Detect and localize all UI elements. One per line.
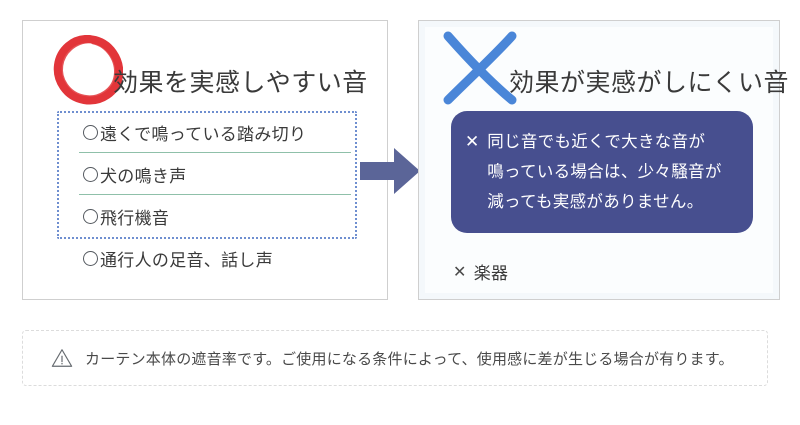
list-item[interactable]: 犬の鳴き声	[57, 153, 357, 195]
sound-label: 飛行機音	[100, 208, 170, 228]
callout-box: ✕ 同じ音でも近くで大きな音が 鳴っている場合は、少々騒音が 減っても実感があり…	[451, 111, 753, 233]
callout-line: 同じ音でも近くで大きな音が	[487, 133, 706, 151]
panel-right-inner: 効果が実感がしにくい音 ✕ 同じ音でも近くで大きな音が 鳴っている場合は、少々騒…	[425, 27, 789, 293]
circle-bullet-icon	[83, 124, 98, 140]
list-item[interactable]: ✕ 楽器	[453, 259, 508, 284]
panel-hard-to-notice: 効果が実感がしにくい音 ✕ 同じ音でも近くで大きな音が 鳴っている場合は、少々騒…	[418, 20, 789, 300]
page-title-left: 効果を実感しやすい音	[113, 69, 368, 97]
sound-list-left: 遠くで鳴っている踏み切り 犬の鳴き声 飛行機音 通行人の足音、話し声	[57, 111, 357, 279]
cross-icon: ✕	[465, 132, 480, 151]
sound-label: 遠くで鳴っている踏み切り	[100, 124, 307, 144]
right-arrow-icon	[360, 148, 420, 194]
list-item[interactable]: 通行人の足音、話し声	[57, 237, 357, 279]
circle-bullet-icon	[83, 208, 98, 224]
page-title-right: 効果が実感がしにくい音	[509, 69, 790, 97]
panel-easy-to-notice: 効果を実感しやすい音 遠くで鳴っている踏み切り 犬の鳴き声 飛行機音 通行	[22, 20, 388, 300]
panel-left-inner: 効果を実感しやすい音 遠くで鳴っている踏み切り 犬の鳴き声 飛行機音 通行	[29, 27, 381, 293]
grouped-sounds-box	[57, 111, 357, 239]
cross-icon: ✕	[453, 263, 467, 281]
sound-label: 犬の鳴き声	[100, 166, 187, 186]
sound-label: 楽器	[473, 264, 509, 283]
comparison-panels: 効果を実感しやすい音 遠くで鳴っている踏み切り 犬の鳴き声 飛行機音 通行	[22, 20, 789, 300]
warning-triangle-icon	[51, 349, 73, 367]
list-item[interactable]: 遠くで鳴っている踏み切り	[57, 111, 357, 153]
sound-label: 通行人の足音、話し声	[100, 250, 273, 270]
blue-cross-mark-icon	[443, 31, 517, 105]
circle-bullet-icon	[83, 250, 98, 266]
callout-line: 減っても実感がありません。	[487, 193, 704, 211]
list-item[interactable]: 飛行機音	[57, 195, 357, 237]
footer-note-text: カーテン本体の遮音率です。ご使用になる条件によって、使用感に差が生じる場合が有り…	[85, 350, 734, 368]
circle-bullet-icon	[83, 166, 98, 182]
callout-text: 同じ音でも近くで大きな音が 鳴っている場合は、少々騒音が 減っても実感がありませ…	[487, 127, 721, 217]
callout-line: 鳴っている場合は、少々騒音が	[487, 163, 722, 181]
footer-note: カーテン本体の遮音率です。ご使用になる条件によって、使用感に差が生じる場合が有り…	[22, 330, 768, 386]
